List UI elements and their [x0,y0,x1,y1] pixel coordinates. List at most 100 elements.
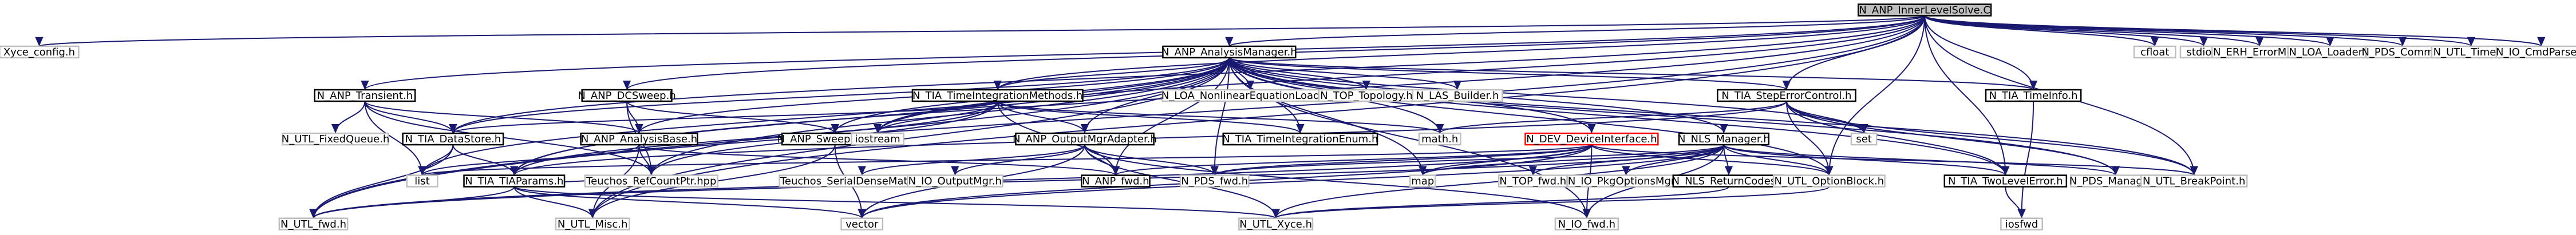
node-box [584,174,718,188]
file-node[interactable]: N_NLS_ReturnCodes.h [1672,174,1786,188]
include-edge [1785,101,2198,176]
root-file-node: N_ANP_InnerLevelSolve.C [1858,3,1992,17]
include-edge [364,101,643,134]
node-label: N_IO_CmdParse.h [2496,46,2576,58]
file-node[interactable]: N_TIA_TimeInfo.h [1985,89,2082,102]
file-node: N_ERH_ErrorMgr.h [2211,45,2308,59]
node-label: N_TIA_TimeInfo.h [1989,90,2078,102]
file-node[interactable]: N_TIA_TimeIntegrationMethods.h [911,89,1084,102]
node-box [1985,89,2082,102]
node-box [1943,174,2068,188]
include-edge [1436,101,1787,134]
node-box [463,174,566,188]
node-box [581,89,673,102]
node-label: N_TIA_StepErrorControl.h [1721,90,1851,102]
node-box [555,217,630,231]
node-label: math.h [1421,133,1458,145]
include-edge [309,186,515,219]
file-node: iosfwd [2000,217,2043,231]
node-label: N_LOA_Loader.h [2289,46,2371,58]
file-node[interactable]: N_TIA_DataStore.h [402,132,504,146]
include-edge [364,101,655,176]
file-node[interactable]: N_TIA_TwoLevelError.h [1943,174,2068,188]
include-edge [1924,15,2475,47]
file-node: N_IO_PkgOptionsMgr.h [1567,174,1685,188]
node-box [1222,132,1378,146]
node-label: N_TOP_fwd.h [1499,176,1566,188]
include-edge [858,144,1725,219]
file-node[interactable]: N_DEV_DeviceInterface.h [1524,132,1659,146]
file-node: vector [840,217,884,231]
include-edge [1924,15,2159,47]
include-edge [418,144,640,176]
node-box [1015,132,1155,146]
node-box [1409,174,1436,188]
file-node[interactable]: N_TIA_StepErrorControl.h [1717,89,1856,102]
node-label: N_UTL_OptionBlock.h [1775,176,1884,188]
node-label: N_PDS_fwd.h [1181,176,1248,188]
file-node: N_UTL_Misc.h [555,217,630,231]
node-box [580,132,698,146]
node-box [278,217,349,231]
node-box [2000,217,2043,231]
include-edge [1924,15,2010,176]
node-box [1162,45,1297,59]
file-node: map [1409,174,1436,188]
include-edge [1785,101,2010,176]
node-box [1080,174,1151,188]
include-edge [1825,15,1926,176]
file-node: N_UTL_OptionBlock.h [1772,174,1886,188]
node-label: N_ANP_InnerLevelSolve.C [1859,4,1990,16]
include-edge [331,101,366,134]
file-node[interactable]: N_TIA_TimeIntegrationEnum.h [1222,132,1378,146]
include-edge [449,57,1230,134]
include-edge [513,186,866,219]
include-edge [1210,144,1593,176]
include-edge [1228,57,2198,176]
file-node[interactable]: N_ANP_OutputMgrAdapter.h [1013,132,1157,146]
node-label: N_NLS_Manager.h [1678,133,1770,145]
node-label: N_TIA_TwoLevelError.h [1948,176,2063,188]
node-label: iosfwd [2005,218,2038,230]
file-node: N_IO_OutputMgr.h [906,174,1003,188]
file-node[interactable]: N_NLS_Manager.h [1678,132,1770,146]
file-node: math.h [1418,132,1461,146]
file-node: N_UTL_BreakPoint.h [2140,174,2248,188]
node-label: Teuchos_RefCountPtr.hpp [586,176,716,188]
file-node[interactable]: N_ANP_fwd.h [1080,174,1151,188]
node-label: N_TIA_TimeIntegrationMethods.h [912,90,1082,102]
include-edge [1228,57,1791,90]
include-edge [1591,144,1834,176]
node-box [0,45,80,59]
node-label: N_PDS_Manager.h [2069,176,2162,188]
file-node[interactable]: N_ANP_AnalysisBase.h [580,132,698,146]
file-node[interactable]: N_ANP_Transient.h [314,89,416,102]
node-box [2133,45,2176,59]
node-label: N_UTL_Misc.h [558,218,628,230]
node-box [1418,132,1461,146]
node-box [282,132,389,146]
file-node: N_PDS_Comm.h [2361,45,2444,59]
include-edge [993,57,1230,90]
node-box [1412,89,1503,102]
include-edge [993,15,1926,90]
include-edge [1111,57,1230,176]
node-label: N_UTL_Xyce.h [1239,218,1312,230]
node-label: N_ANP_AnalysisManager.h [1161,46,1297,58]
file-node[interactable]: N_ANP_DCSweep.h [578,89,676,102]
file-node[interactable]: N_TIA_TIAParams.h [463,174,566,188]
file-node: Teuchos_RefCountPtr.hpp [584,174,718,188]
file-node: N_TOP_Topology.h [1318,89,1415,102]
node-label: N_IO_OutputMgr.h [908,176,1002,188]
include-edge [1080,57,1230,134]
file-node[interactable]: N_ANP_AnalysisManager.h [1161,45,1297,59]
include-edge [513,186,597,219]
node-label: list [414,176,429,188]
include-edge [1591,144,2198,176]
node-box [1238,217,1314,231]
node-label: N_UTL_BreakPoint.h [2143,176,2245,188]
include-edge [638,144,1120,176]
node-box [911,89,1084,102]
file-node: N_UTL_FixedQueue.h [282,132,389,146]
